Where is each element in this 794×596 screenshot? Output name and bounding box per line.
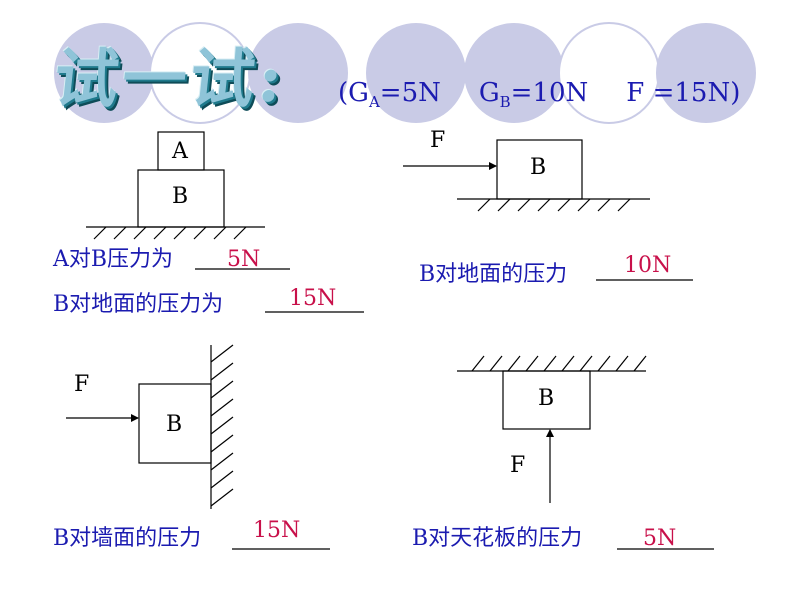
- panel3-force-label: F: [74, 372, 90, 397]
- panel2-block-b: [496, 139, 583, 200]
- panel4-block-b-label: B: [538, 386, 555, 411]
- gb-letter: G: [478, 78, 500, 108]
- decor-circle: [464, 23, 564, 123]
- panel1-diagram: [86, 131, 364, 313]
- panel3-block-b: [138, 383, 212, 464]
- panel2-hatching: [477, 198, 631, 212]
- decor-circle: [54, 23, 154, 123]
- panel2-force-label: F: [430, 128, 446, 153]
- paren-open: (: [338, 78, 349, 108]
- panel2-diagram: [403, 139, 693, 281]
- panel1-answer2: 15N: [289, 286, 337, 311]
- decor-circle: [366, 23, 466, 123]
- panel3-block-b-label: B: [166, 412, 183, 437]
- panel3-question: B对墙面的压力: [53, 526, 202, 551]
- panel1-block-b-label: B: [172, 184, 189, 209]
- panel4-force-label: F: [510, 453, 526, 478]
- gb-subscript: B: [499, 93, 511, 112]
- ga-subscript: A: [368, 93, 380, 112]
- panel1-question1: A对B压力为: [53, 247, 174, 272]
- panel1-hatching: [93, 226, 247, 240]
- panel4-answer: 5N: [643, 526, 677, 551]
- ga-value: =5N: [379, 78, 441, 108]
- panel2-answer: 10N: [624, 253, 672, 278]
- panel2-block-b-label: B: [530, 155, 547, 180]
- panel4-diagram: [457, 355, 714, 550]
- decor-circle: [248, 23, 348, 123]
- f-value: F =15N: [626, 78, 731, 108]
- paren-close: ): [730, 78, 741, 108]
- panel4-question: B对天花板的压力: [412, 526, 583, 551]
- panel4-hatching: [471, 355, 647, 372]
- panel3-diagram: [66, 344, 330, 550]
- panel3-hatching: [210, 344, 234, 507]
- panel2-question: B对地面的压力: [419, 262, 568, 287]
- gb-value: =10N: [510, 78, 589, 108]
- panel1-answer1: 5N: [227, 247, 261, 272]
- panel1-question2: B对地面的压力为: [53, 292, 224, 317]
- decor-circle: [656, 23, 756, 123]
- panel3-answer: 15N: [253, 518, 301, 543]
- ga-letter: G: [348, 78, 369, 108]
- panel1-block-a: [157, 131, 205, 171]
- panel1-block-a-label: A: [172, 139, 188, 164]
